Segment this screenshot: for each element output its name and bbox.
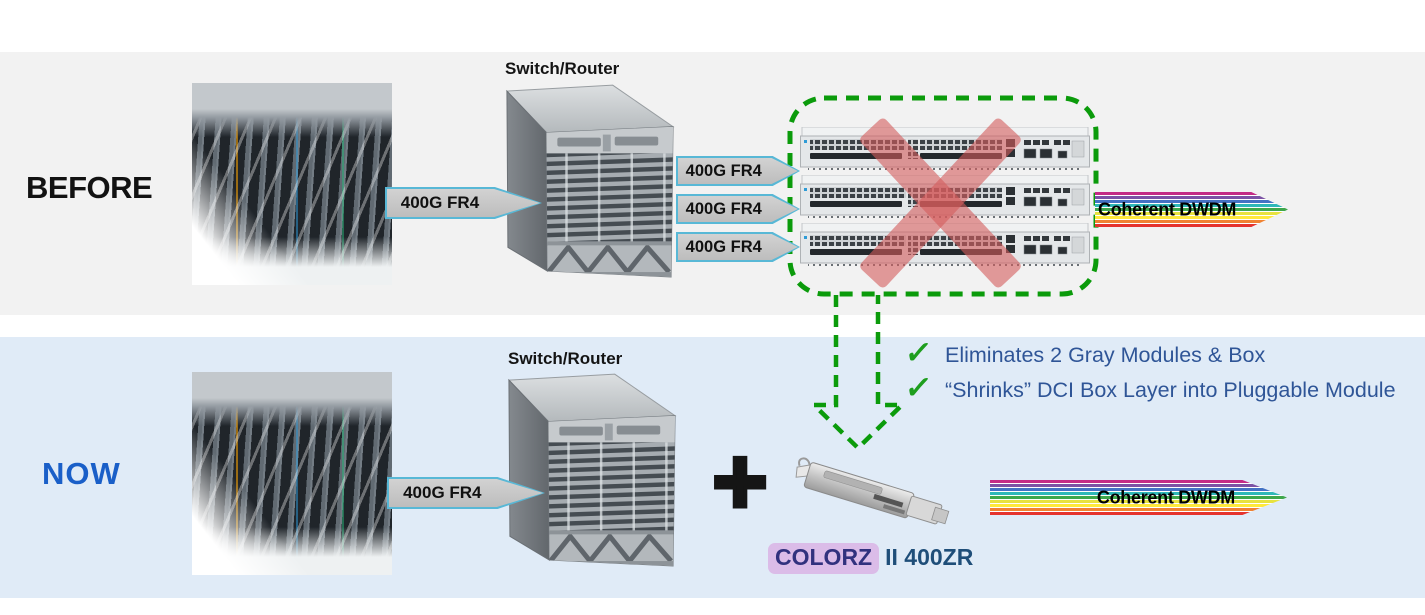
uplink-arrow-now: 400G FR4 [387, 477, 545, 509]
dashed-down-arrow [808, 295, 908, 452]
fanout-arrow-label-3: 400G FR4 [685, 237, 762, 256]
callout-item-2: ✓ “Shrinks” DCI Box Layer into Pluggable… [903, 370, 1410, 406]
arrow-body: 400G FR4 [678, 234, 798, 260]
switch-router-label-before: Switch/Router [505, 59, 620, 78]
checkmark-icon: ✓ [903, 370, 934, 405]
colorz-highlight-text: COLORZ [768, 543, 880, 574]
checkmark-icon: ✓ [903, 335, 934, 370]
fanout-arrow-2: 400G FR4 [676, 194, 800, 224]
fanout-arrow-label-1: 400G FR4 [685, 161, 762, 180]
arrow-body: 400G FR4 [387, 189, 540, 217]
benefits-callout-list: ✓ Eliminates 2 Gray Modules & Box ✓ “Shr… [903, 335, 1410, 411]
uplink-arrow-label-before: 400G FR4 [400, 193, 480, 212]
coherent-dwdm-label-now: Coherent DWDM [1096, 487, 1235, 507]
datacenter-photo-before [192, 83, 392, 285]
colorz-module-image [792, 450, 957, 545]
uplink-arrow-before: 400G FR4 [385, 187, 542, 219]
arrow-body: 400G FR4 [678, 158, 798, 184]
fanout-arrow-label-2: 400G FR4 [685, 199, 762, 218]
callout-item-1: ✓ Eliminates 2 Gray Modules & Box [903, 335, 1410, 371]
now-label: NOW [42, 456, 121, 491]
callout-text-1: Eliminates 2 Gray Modules & Box [945, 343, 1266, 367]
colorz-rest-text: II 400ZR [885, 544, 974, 570]
before-label: BEFORE [26, 170, 153, 205]
fanout-arrow-1: 400G FR4 [676, 156, 800, 186]
coherent-dwdm-label-before: Coherent DWDM [1098, 199, 1237, 219]
callout-text-2: “Shrinks” DCI Box Layer into Pluggable M… [945, 378, 1396, 402]
plus-icon: + [710, 428, 770, 535]
arrow-body: 400G FR4 [678, 196, 798, 222]
uplink-arrow-label-now: 400G FR4 [403, 483, 482, 502]
coherent-dwdm-arrow-now: Coherent DWDM [990, 480, 1287, 515]
arrow-body: 400G FR4 [389, 479, 543, 507]
fanout-arrow-3: 400G FR4 [676, 232, 800, 262]
datacenter-photo-now [192, 372, 392, 575]
switch-router-label-now: Switch/Router [508, 349, 623, 368]
coherent-dwdm-arrow-before: Coherent DWDM [1095, 192, 1288, 227]
elimination-dashed-box [787, 95, 1099, 297]
